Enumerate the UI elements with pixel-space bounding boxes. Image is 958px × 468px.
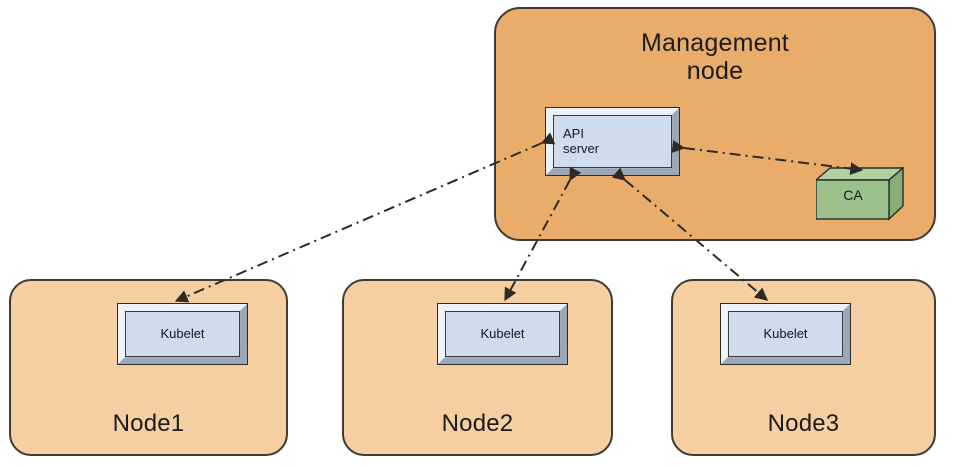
ca-cube[interactable]: CA — [816, 167, 904, 222]
worker-node-label-1: Node1 — [112, 410, 185, 438]
kubelet-label-3: Kubelet — [763, 325, 808, 341]
worker-node-label-2: Node2 — [441, 410, 514, 438]
kubelet-box-3[interactable]: Kubelet — [720, 303, 851, 365]
worker-node-label-3: Node3 — [767, 410, 840, 438]
api-server-label-line2: server — [563, 140, 600, 156]
kubelet-label-2: Kubelet — [480, 325, 525, 341]
kubelet-inner-2: Kubelet — [445, 311, 560, 357]
kubelet-box-2[interactable]: Kubelet — [437, 303, 568, 365]
edge-api-server-to-kubelet-1 — [174, 132, 556, 303]
management-node-label-line1: Management — [641, 29, 789, 57]
ca-cube-label: CA — [843, 187, 863, 203]
api-server-box[interactable]: API server — [545, 107, 680, 176]
kubelet-label-1: Kubelet — [160, 325, 205, 341]
kubelet-inner-1: Kubelet — [125, 311, 240, 357]
api-server-label-line1: API — [563, 125, 584, 141]
api-server-inner: API server — [553, 115, 672, 168]
management-node-label-line2: node — [686, 57, 744, 85]
kubelet-inner-3: Kubelet — [728, 311, 843, 357]
kubelet-box-1[interactable]: Kubelet — [117, 303, 248, 365]
